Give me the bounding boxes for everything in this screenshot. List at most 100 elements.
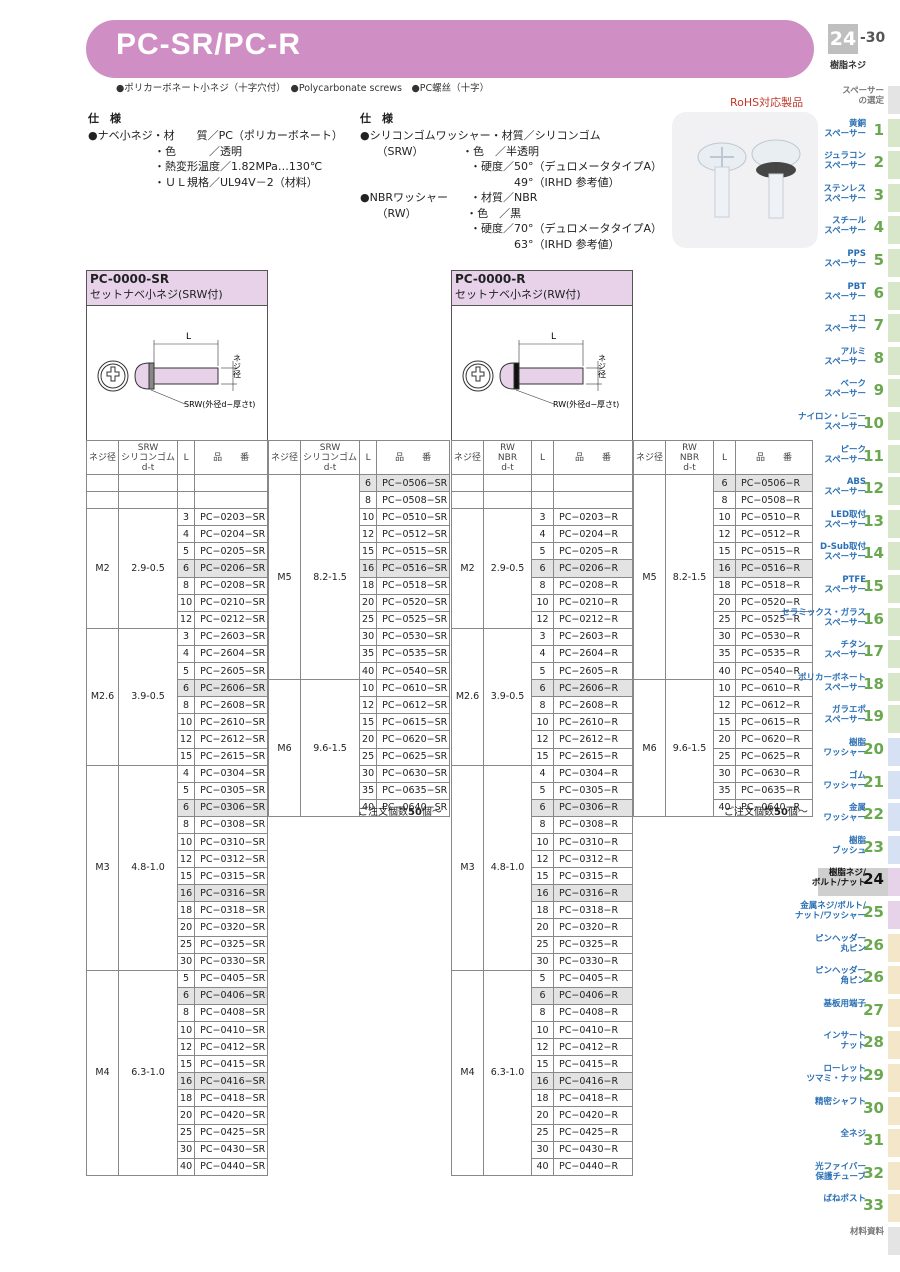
cell-length: 5 [531, 542, 555, 561]
cell-washer: 6.3-1.0 [483, 969, 533, 1176]
cell-length: 12 [177, 1038, 196, 1057]
cell-length: 10 [713, 508, 737, 527]
cell-part-number: PC−0620−R [735, 730, 813, 749]
cell-length: 20 [359, 593, 378, 612]
empty-cell [85, 473, 120, 493]
cell-part-number: PC−0204−R [553, 525, 633, 544]
cell-length: 10 [359, 508, 378, 527]
cell-length: 16 [713, 559, 737, 578]
cell-length: 6 [531, 798, 555, 817]
cell-length: 25 [359, 747, 378, 766]
cell-part-number: PC−0510−R [735, 508, 813, 527]
cell-part-number: PC−2604−SR [194, 644, 269, 664]
cell-part-number: PC−0204−SR [194, 525, 269, 544]
table-row-empty [85, 473, 269, 493]
column-header: 品 番 [553, 440, 633, 475]
cell-part-number: PC−0512−R [735, 525, 813, 544]
sidebar-item-label: 樹脂 ワッシャー [823, 738, 866, 758]
cell-part-number: PC−0610−SR [376, 679, 451, 698]
column-header: ネジ径 [85, 440, 120, 475]
sidebar-tab-marker [888, 1031, 900, 1060]
cell-length: 5 [531, 662, 555, 681]
sidebar-item-number: 15 [863, 577, 884, 595]
spec-line: ・硬度／70°（デュロメータタイプA） [360, 222, 663, 235]
sidebar-item[interactable]: スペーサー の選定 [818, 86, 888, 114]
cell-length: 8 [177, 815, 196, 834]
cell-size: M3 [85, 764, 120, 971]
empty-cell [177, 491, 196, 510]
spec-left: ●ナベ小ネジ・材 質／PC（ポリカーボネート） ・色 ／透明 ・熱変形温度／1.… [88, 128, 343, 190]
sidebar-tab-marker [888, 1129, 900, 1158]
cell-length: 6 [359, 473, 378, 493]
sidebar-item[interactable]: 材料資料 [818, 1227, 888, 1255]
cell-length: 8 [359, 491, 378, 510]
cell-part-number: PC−0312−R [553, 850, 633, 869]
cell-washer: 4.8-1.0 [483, 764, 533, 971]
sidebar-item-number: 26 [863, 935, 884, 954]
spec-line: ・ＵＬ規格／UL94V－2（材料） [88, 175, 318, 189]
sidebar-tab-marker [888, 901, 900, 929]
cell-part-number: PC−0208−SR [194, 576, 269, 595]
cell-length: 30 [713, 627, 737, 646]
cell-part-number: PC−0306−SR [194, 798, 269, 817]
sidebar-tab-marker [888, 966, 900, 995]
column-header: 品 番 [735, 440, 813, 475]
sidebar-item-label: 樹脂 ブッシュ [831, 835, 866, 856]
cell-part-number: PC−0620−SR [376, 730, 451, 749]
cell-length: 6 [531, 679, 555, 698]
cell-length: 12 [177, 850, 196, 869]
sidebar-item-label: 光ファイバー 保護チューブ [815, 1161, 866, 1182]
empty-cell [483, 473, 533, 493]
spec-line: （RW） ・色 ／黒 [360, 206, 522, 220]
cell-length: 20 [713, 593, 737, 612]
cell-part-number: PC−2606−SR [194, 679, 269, 698]
empty-cell [118, 473, 179, 493]
cell-part-number: PC−0625−SR [376, 747, 451, 766]
cell-length: 12 [359, 525, 378, 544]
sidebar-tab-marker [888, 640, 900, 669]
cell-part-number: PC−0325−SR [194, 935, 269, 954]
cell-washer: 8.2-1.5 [665, 473, 715, 681]
